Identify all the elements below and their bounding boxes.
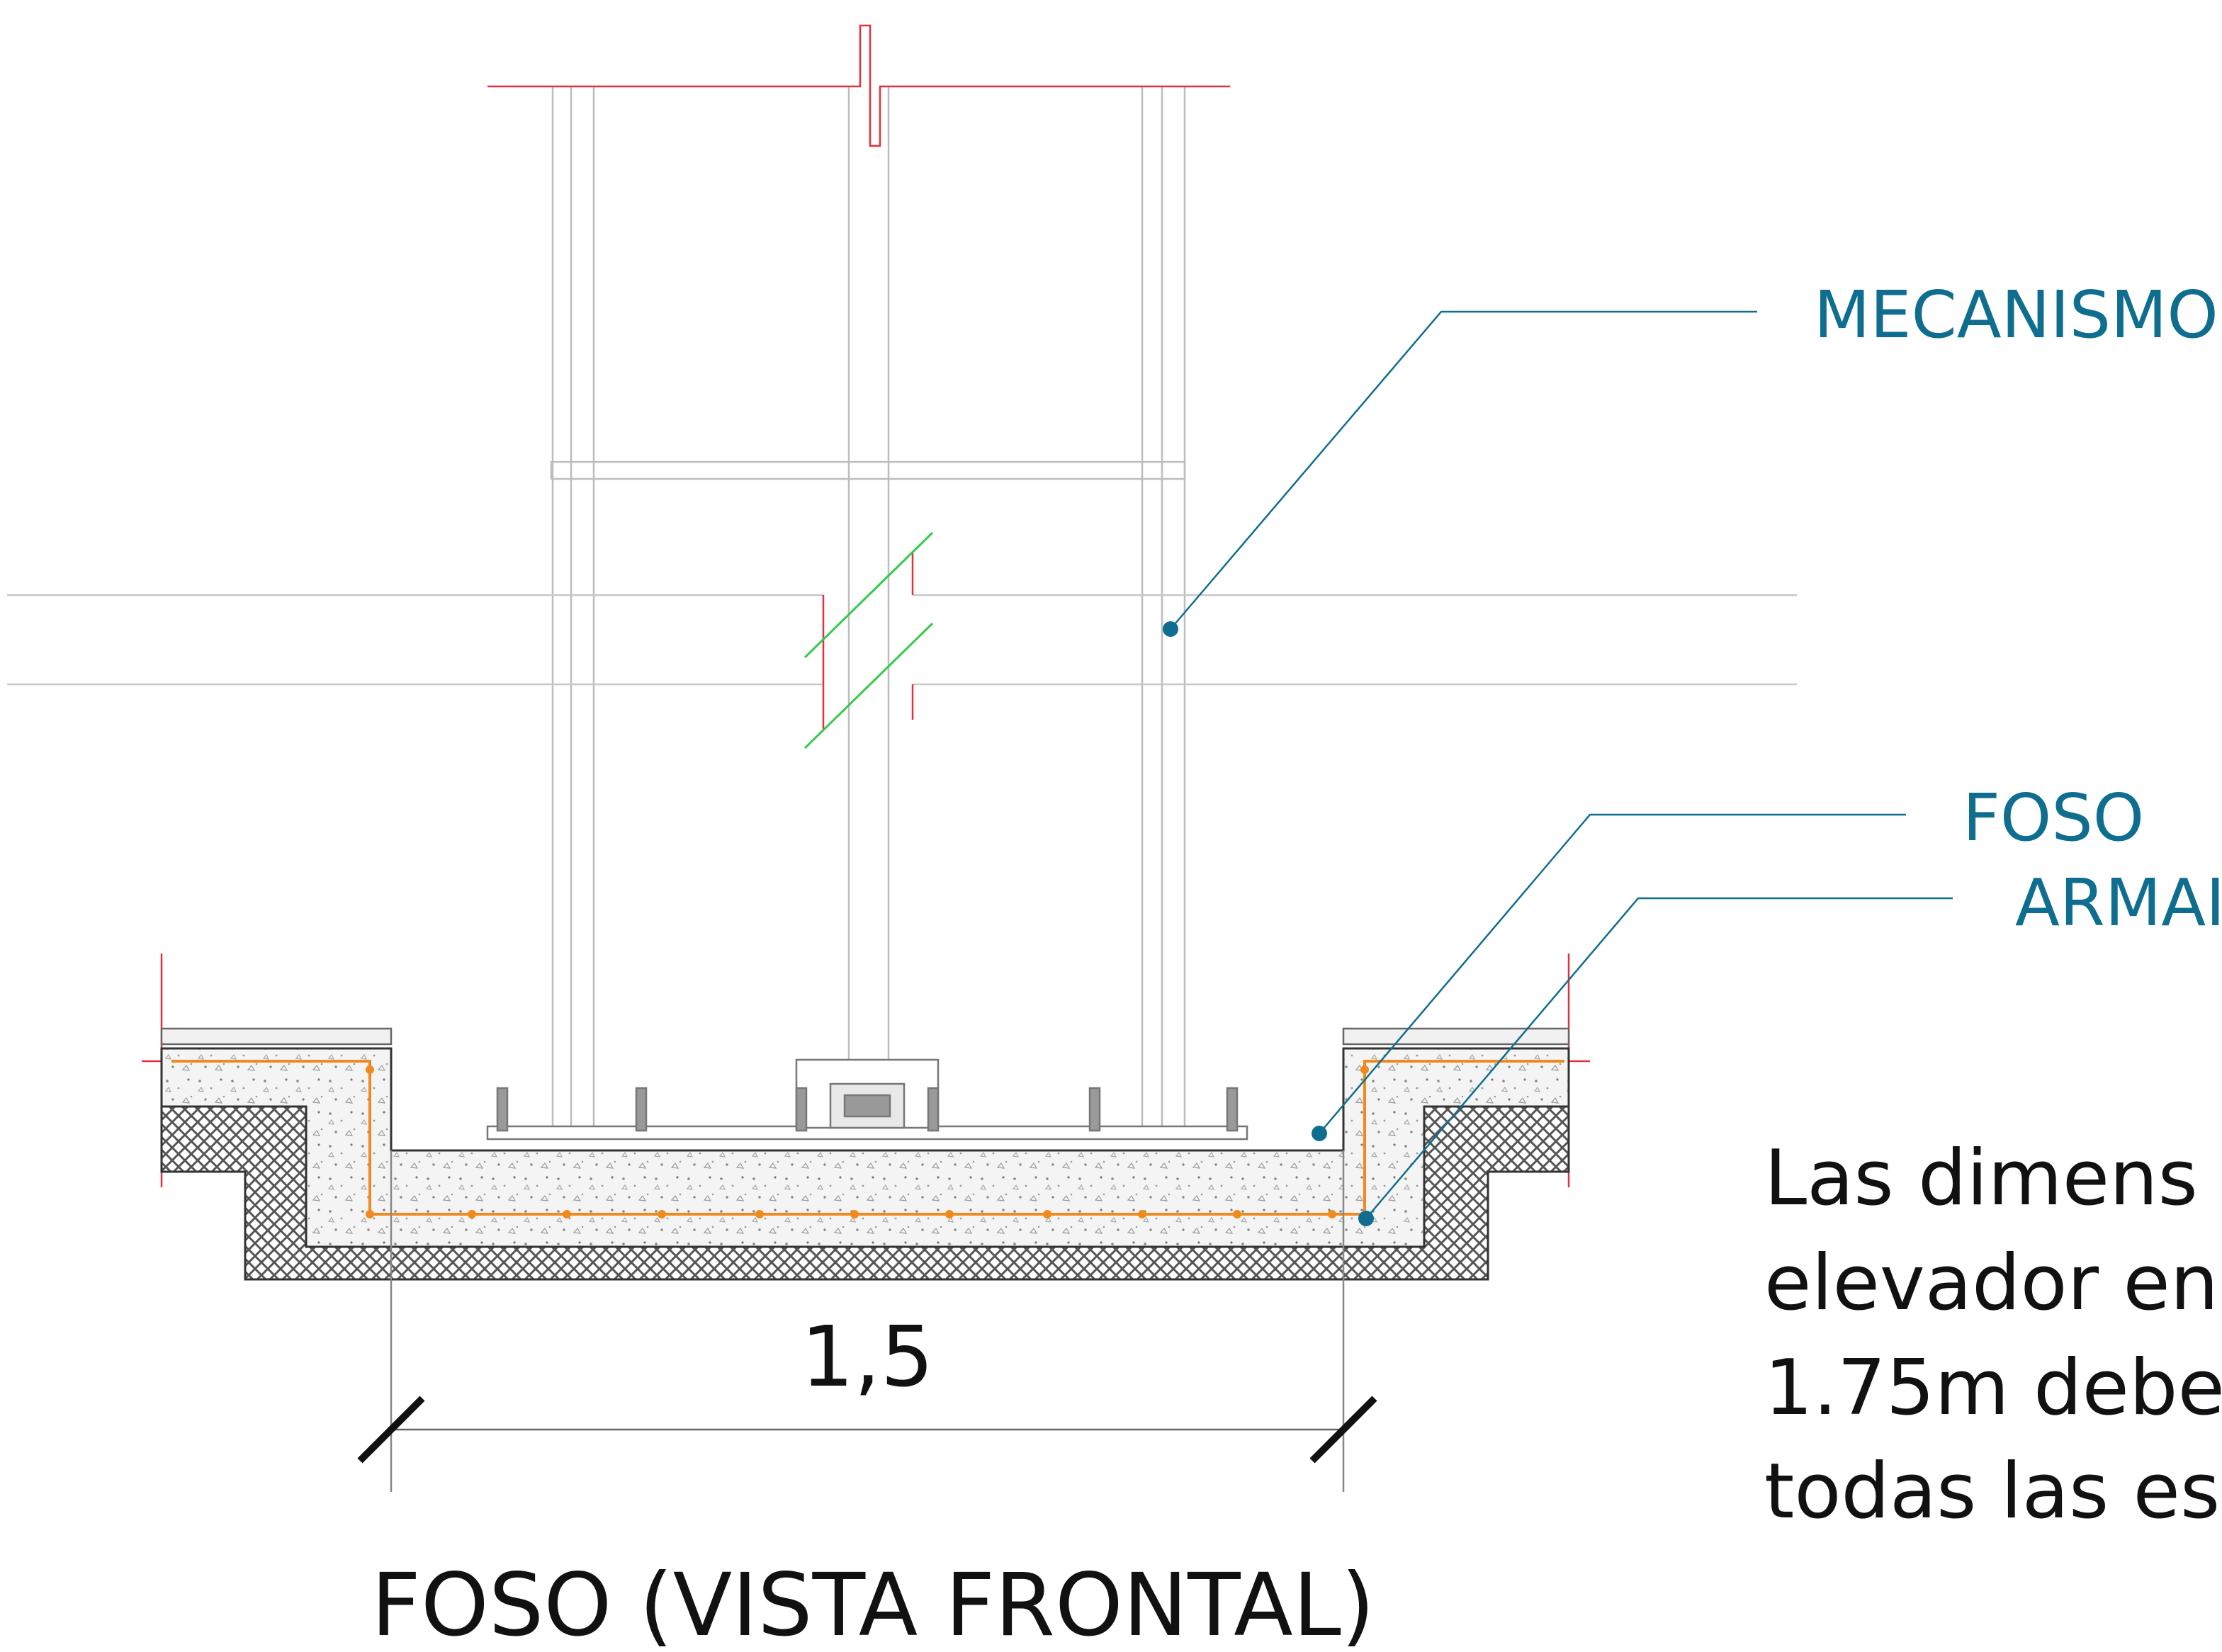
leader-lines (1170, 310, 1953, 1219)
leader-dots (1163, 621, 1374, 1226)
note-line-1: Las dimens (1764, 1134, 2198, 1223)
break-symbol (803, 531, 934, 749)
note-line-3: 1.75m deber (1764, 1344, 2222, 1432)
axis-lines (142, 24, 1590, 1187)
guide-rail-structure (550, 86, 1186, 1133)
armado-leader-dot (1358, 1211, 1374, 1226)
pit-concrete (160, 1027, 1570, 1248)
drawing-title: FOSO (VISTA FRONTAL) (371, 1555, 1375, 1652)
label-mecanismo: MECANISMO (1814, 277, 2218, 353)
mecanismo-leader-dot (1163, 621, 1178, 637)
rebar (171, 1060, 1564, 1218)
foso-leader-dot (1312, 1126, 1327, 1141)
note-line-4: todas las es (1764, 1447, 2220, 1536)
slab-lines (7, 594, 1797, 686)
pit-equipment (486, 1058, 1248, 1141)
dimension-value: 1,5 (801, 1308, 934, 1405)
label-foso: FOSO (1963, 780, 2144, 856)
note-line-2: elevador en (1764, 1239, 2218, 1328)
dimension-line (357, 1150, 1377, 1492)
label-armado: ARMAI (2015, 865, 2222, 941)
